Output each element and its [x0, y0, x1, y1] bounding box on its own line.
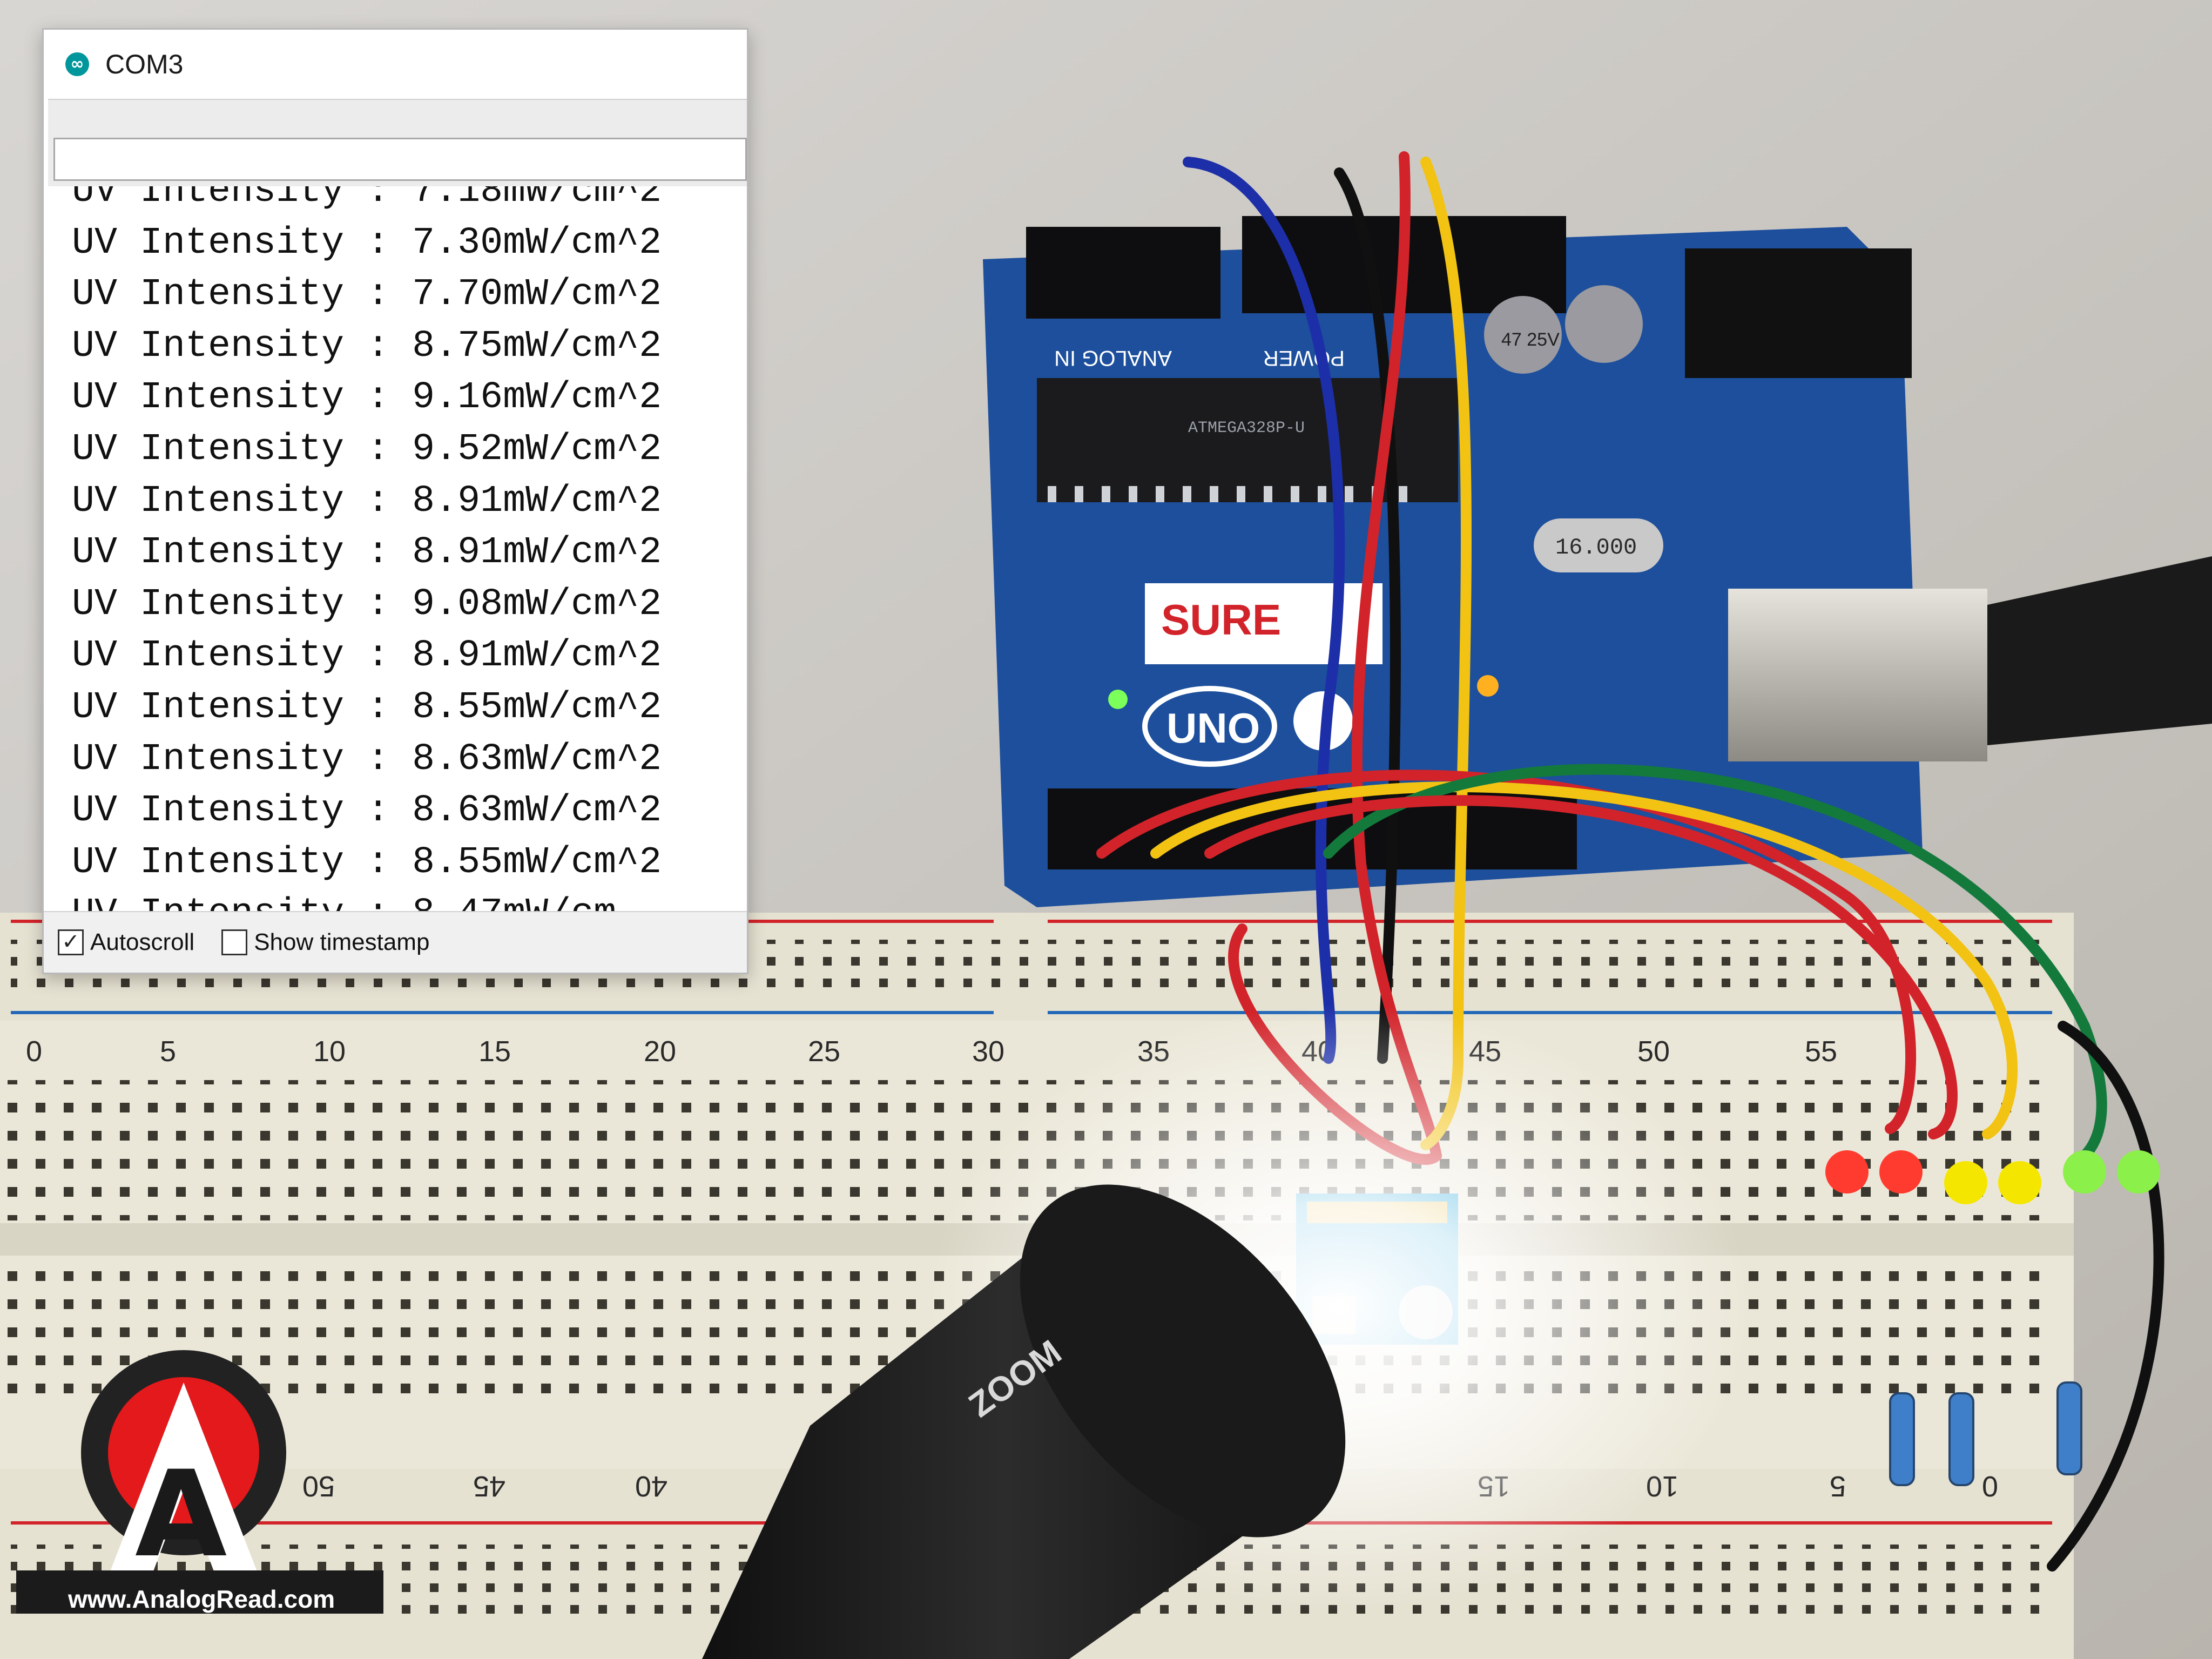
- ruler-label-bottom: 45: [473, 1470, 505, 1502]
- ruler-label-bottom: 40: [635, 1470, 667, 1502]
- ruler-label: 0: [26, 1035, 42, 1068]
- ruler-label-bottom: 0: [1982, 1470, 1998, 1502]
- ruler-label-bottom: 5: [1830, 1470, 1846, 1502]
- serial-line: UV Intensity : 7.30mW/cm^2: [72, 221, 662, 265]
- ruler-label: 25: [808, 1035, 840, 1068]
- brand-label: SURE: [1161, 596, 1281, 644]
- serial-line: UV Intensity : 8.63mW/cm^2: [72, 790, 662, 833]
- resistors: [1889, 1381, 2082, 1486]
- serial-line: UV Intensity : 8.91mW/cm^2: [72, 480, 662, 523]
- serial-line: UV Intensity : 9.16mW/cm^2: [72, 376, 662, 420]
- logo-url: www.AnalogRead.com: [68, 1585, 335, 1613]
- ruler-label-bottom: 50: [302, 1470, 335, 1502]
- flashlight: ZOOM: [702, 1184, 1346, 1659]
- serial-line: UV Intensity : 8.63mW/cm^2: [72, 738, 662, 781]
- arduino-icon: ∞: [65, 52, 89, 76]
- serial-line: UV Intensity : 8.91mW/cm^2: [72, 635, 662, 678]
- serial-line: UV Intensity : 9.08mW/cm^2: [72, 583, 662, 626]
- ruler-label: 10: [313, 1035, 346, 1068]
- window-title: COM3: [105, 49, 184, 79]
- monitor-footer: ✓ Autoscroll Show timestamp: [44, 911, 747, 973]
- serial-line: UV Intensity : 7.18mW/cm^2: [72, 186, 662, 213]
- ruler-label: 30: [972, 1035, 1004, 1068]
- serial-output[interactable]: UV Intensity : 7.18mW/cm^2 UV Intensity :…: [44, 186, 747, 937]
- serial-line: UV Intensity : 8.91mW/cm^2: [72, 531, 662, 575]
- ruler-label: 15: [478, 1035, 511, 1068]
- autoscroll-label: Autoscroll: [90, 929, 195, 955]
- dc-jack: [1685, 248, 1912, 378]
- send-bar: [48, 99, 747, 186]
- logo-letter: A: [135, 1445, 227, 1583]
- analog-label: ANALOG IN: [1054, 346, 1172, 370]
- autoscroll-checkbox[interactable]: ✓: [58, 929, 84, 955]
- serial-input[interactable]: [53, 138, 747, 181]
- show-timestamp-checkbox[interactable]: [221, 929, 248, 955]
- usb-connector: [1728, 556, 2212, 761]
- ruler-label: 5: [160, 1035, 176, 1068]
- analogread-logo: A: [16, 1350, 383, 1614]
- serial-line: UV Intensity : 8.55mW/cm^2: [72, 686, 662, 729]
- serial-line: UV Intensity : 9.52mW/cm^2: [72, 428, 662, 471]
- serial-line: UV Intensity : 8.55mW/cm^2: [72, 841, 662, 884]
- svg-text:47 25V: 47 25V: [1501, 329, 1560, 350]
- chip-label: ATMEGA328P-U: [1188, 419, 1305, 437]
- serial-line: UV Intensity : 7.70mW/cm^2: [72, 273, 662, 316]
- power-label: POWER: [1263, 346, 1345, 370]
- leds: [1825, 1150, 2160, 1204]
- title-bar: ∞ COM3: [44, 30, 747, 99]
- ruler-label: 55: [1805, 1035, 1837, 1068]
- show-timestamp-label: Show timestamp: [254, 929, 430, 955]
- serial-output-lines: UV Intensity : 7.18mW/cm^2 UV Intensity :…: [72, 186, 662, 937]
- crystal-label: 16.000: [1555, 535, 1637, 561]
- board-label: UNO: [1166, 704, 1260, 752]
- ruler-label: 20: [644, 1035, 676, 1068]
- serial-line: UV Intensity : 8.75mW/cm^2: [72, 325, 662, 368]
- ruler-label: 50: [1637, 1035, 1670, 1068]
